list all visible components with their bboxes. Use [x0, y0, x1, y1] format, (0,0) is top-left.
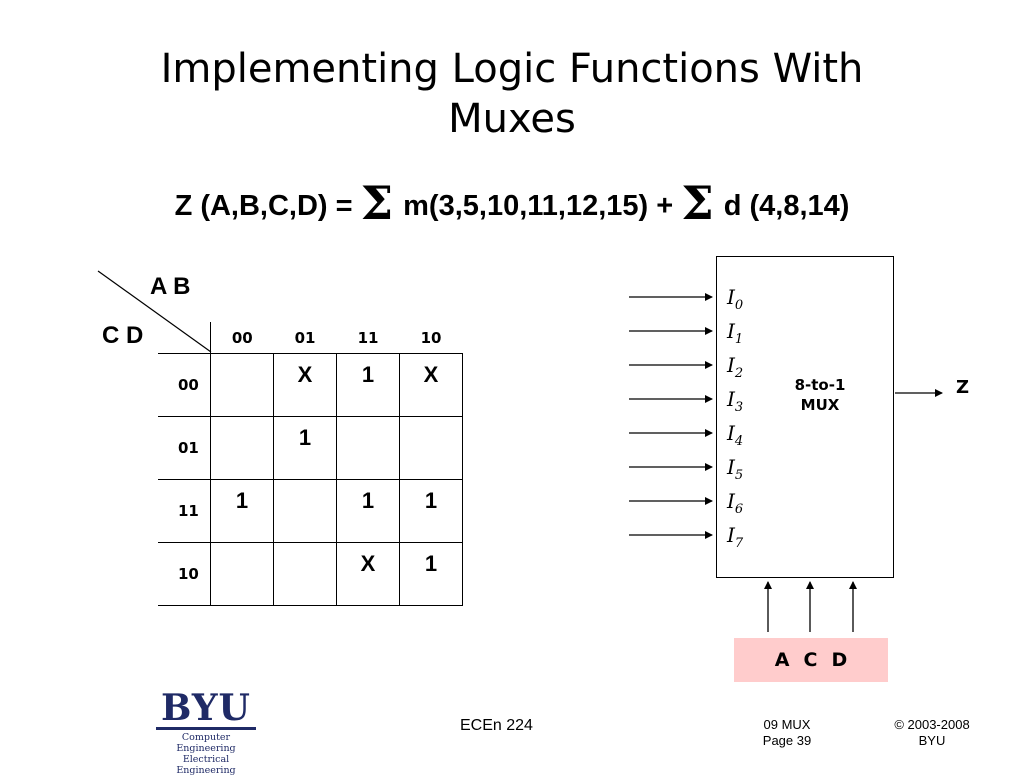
equation-minterms: m(3,5,10,11,12,15) +	[403, 190, 674, 222]
byu-logo-text: BYU	[161, 687, 251, 729]
kmap-cell: 1	[399, 479, 463, 543]
slide-title: Implementing Logic Functions With Muxes	[0, 44, 1024, 144]
kmap-cell-value: 1	[298, 425, 312, 450]
logo-divider	[156, 727, 256, 730]
mux-input-letter: I	[727, 319, 735, 343]
mux-input-letter: I	[727, 489, 735, 513]
kmap-row-header: 10	[158, 542, 211, 606]
select-label: D	[831, 649, 848, 671]
kmap-row: 00 X 1 X	[158, 353, 463, 417]
kmap-cell	[210, 416, 274, 480]
select-arrows	[764, 581, 857, 632]
kmap-cell	[273, 542, 337, 606]
kmap-cell: X	[273, 353, 337, 417]
mux-name: 8-to-1 MUX	[770, 375, 870, 415]
kmap-cell: 1	[399, 542, 463, 606]
kmap-cell	[273, 479, 337, 543]
lecture-name: 09 MUX	[763, 717, 811, 732]
mux-block	[716, 256, 894, 578]
select-lines-box: A C D	[734, 638, 888, 682]
sigma-icon: Σ	[681, 176, 714, 230]
kmap-cell	[210, 542, 274, 606]
course-name: ECEn 224	[460, 717, 533, 734]
kmap-cell-value: X	[423, 362, 439, 387]
kmap-cell-value: X	[360, 551, 376, 576]
kmap-col-header: 01	[273, 322, 337, 354]
kmap-cell-value: 1	[235, 488, 249, 513]
mux-input-index: 4	[734, 434, 744, 449]
kmap-cd-label: C D	[102, 322, 144, 349]
kmap-row: 11 1 1 1	[158, 479, 463, 543]
kmap-cell: X	[399, 353, 463, 417]
select-label: C	[803, 649, 818, 671]
mux-input-index: 3	[734, 400, 744, 415]
select-label: A	[774, 649, 790, 671]
kmap-row-header: 01	[158, 416, 211, 480]
kmap-cell-value: 1	[361, 362, 375, 387]
kmap-cell-value: 1	[424, 551, 438, 576]
mux-input-letter: I	[727, 387, 735, 411]
mux-input-index: 2	[734, 366, 744, 381]
mux-input-label: I3	[727, 388, 743, 419]
mux-input-letter: I	[727, 455, 735, 479]
mux-name-line-2: MUX	[800, 396, 840, 414]
lecture-info: 09 MUX Page 39	[752, 717, 822, 749]
kmap-row: 10 X 1	[158, 542, 463, 606]
mux-input-label: I7	[727, 524, 743, 555]
copyright-text: © 2003-2008	[894, 717, 970, 732]
mux-name-line-1: 8-to-1	[794, 376, 846, 394]
mux-input-arrows	[629, 293, 713, 539]
slide-title-line-2: Muxes	[448, 96, 576, 142]
mux-input-index: 1	[734, 332, 744, 347]
mux-input-label: I0	[727, 286, 743, 317]
copyright-org: BYU	[918, 733, 946, 748]
kmap-cell: 1	[336, 353, 400, 417]
kmap-col-header: 11	[336, 322, 400, 354]
copyright-info: © 2003-2008 BYU	[880, 717, 984, 749]
slide-title-line-1: Implementing Logic Functions With	[160, 46, 864, 92]
mux-output-label: Z	[956, 377, 970, 398]
mux-input-label: I4	[727, 422, 743, 453]
kmap-row-header: 00	[158, 353, 211, 417]
kmap-header-row: 00 01 11 10	[158, 322, 463, 354]
kmap-cell: 1	[273, 416, 337, 480]
mux-input-index: 7	[734, 536, 744, 551]
mux-input-label: I1	[727, 320, 743, 351]
mux-input-letter: I	[727, 523, 735, 547]
kmap-cell: 1	[210, 479, 274, 543]
mux-input-label: I2	[727, 354, 743, 385]
mux-input-letter: I	[727, 285, 735, 309]
kmap-corner	[158, 322, 211, 354]
logo-subtitle: Electrical Engineering	[176, 754, 236, 776]
mux-input-letter: I	[727, 421, 735, 445]
mux-input-label: I6	[727, 490, 743, 521]
kmap-cell-value: X	[297, 362, 313, 387]
logo-subtitle: Computer Engineering	[176, 732, 236, 754]
byu-logo: BYU Computer Engineering Electrical Engi…	[156, 687, 256, 776]
mux-input-letter: I	[727, 353, 735, 377]
equation-dontcares: d (4,8,14)	[723, 190, 850, 222]
page-number: Page 39	[762, 733, 812, 748]
kmap-col-header: 10	[399, 322, 463, 354]
kmap-cell-value: 1	[424, 488, 438, 513]
kmap-cell: 1	[336, 479, 400, 543]
sigma-icon: Σ	[360, 176, 394, 230]
kmap-cell	[336, 416, 400, 480]
kmap-ab-label: A B	[150, 273, 191, 300]
equation-lhs: Z (A,B,C,D) =	[174, 190, 353, 222]
kmap-cell: X	[336, 542, 400, 606]
kmap-cell	[399, 416, 463, 480]
mux-input-index: 5	[734, 468, 744, 483]
mux-input-index: 6	[734, 502, 744, 517]
kmap-row-header: 11	[158, 479, 211, 543]
mux-input-index: 0	[734, 298, 744, 313]
kmap-col-header: 00	[210, 322, 274, 354]
kmap-cell-value: 1	[361, 488, 375, 513]
kmap-cell	[210, 353, 274, 417]
karnaugh-map: 00 01 11 10 00 X 1 X 01 1 11 1 1 1 10 X …	[158, 322, 463, 606]
mux-input-label: I5	[727, 456, 743, 487]
kmap-row: 01 1	[158, 416, 463, 480]
